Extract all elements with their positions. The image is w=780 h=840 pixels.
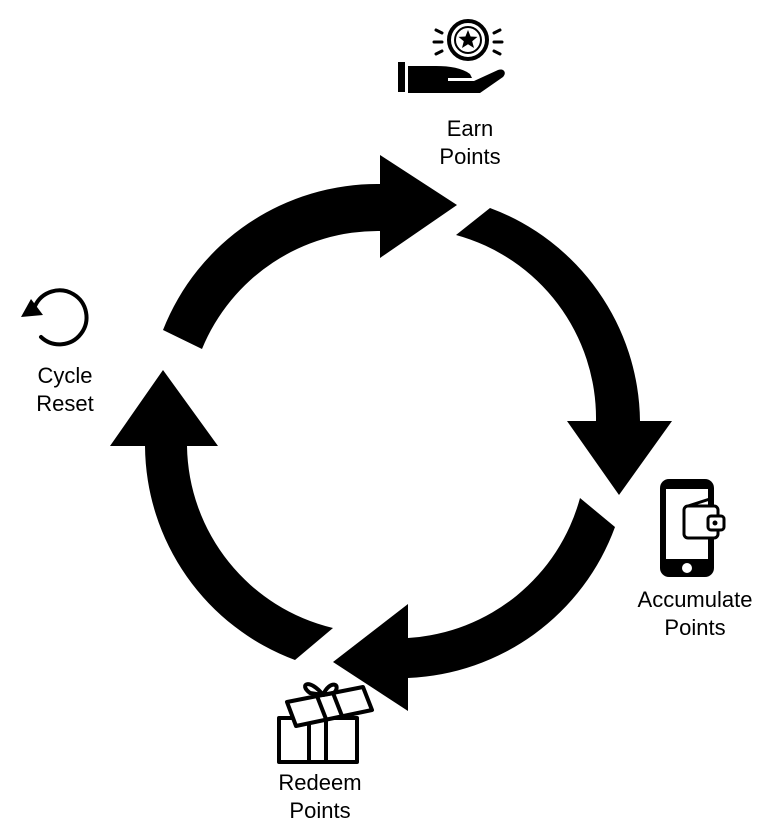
accumulate-points-label: Accumulate Points [610, 586, 780, 642]
redeem-points-label: Redeem Points [255, 769, 385, 825]
reset-label-line1: Cycle [37, 363, 93, 388]
hand-coin-star-icon [398, 19, 505, 93]
cycle-arrows [110, 155, 672, 711]
redeem-label-line2: Points [289, 798, 351, 823]
cycle-reset-label: Cycle Reset [5, 362, 125, 418]
reset-label-line2: Reset [36, 391, 94, 416]
earn-label-line2: Points [439, 144, 501, 169]
earn-label-line1: Earn [446, 116, 494, 141]
gift-box-icon [277, 682, 374, 764]
arrow-redeem-to-reset [110, 370, 333, 660]
counterclockwise-arrow-icon [21, 288, 89, 347]
earn-points-label: Earn Points [410, 115, 530, 171]
arrow-accumulate-to-redeem [333, 498, 615, 711]
accumulate-label-line2: Points [664, 615, 726, 640]
arrow-earn-to-accumulate [456, 208, 672, 495]
accumulate-label-line1: Accumulate [637, 587, 753, 612]
arrow-reset-to-earn [163, 155, 457, 349]
phone-wallet-icon [660, 479, 726, 577]
redeem-label-line1: Redeem [278, 770, 362, 795]
